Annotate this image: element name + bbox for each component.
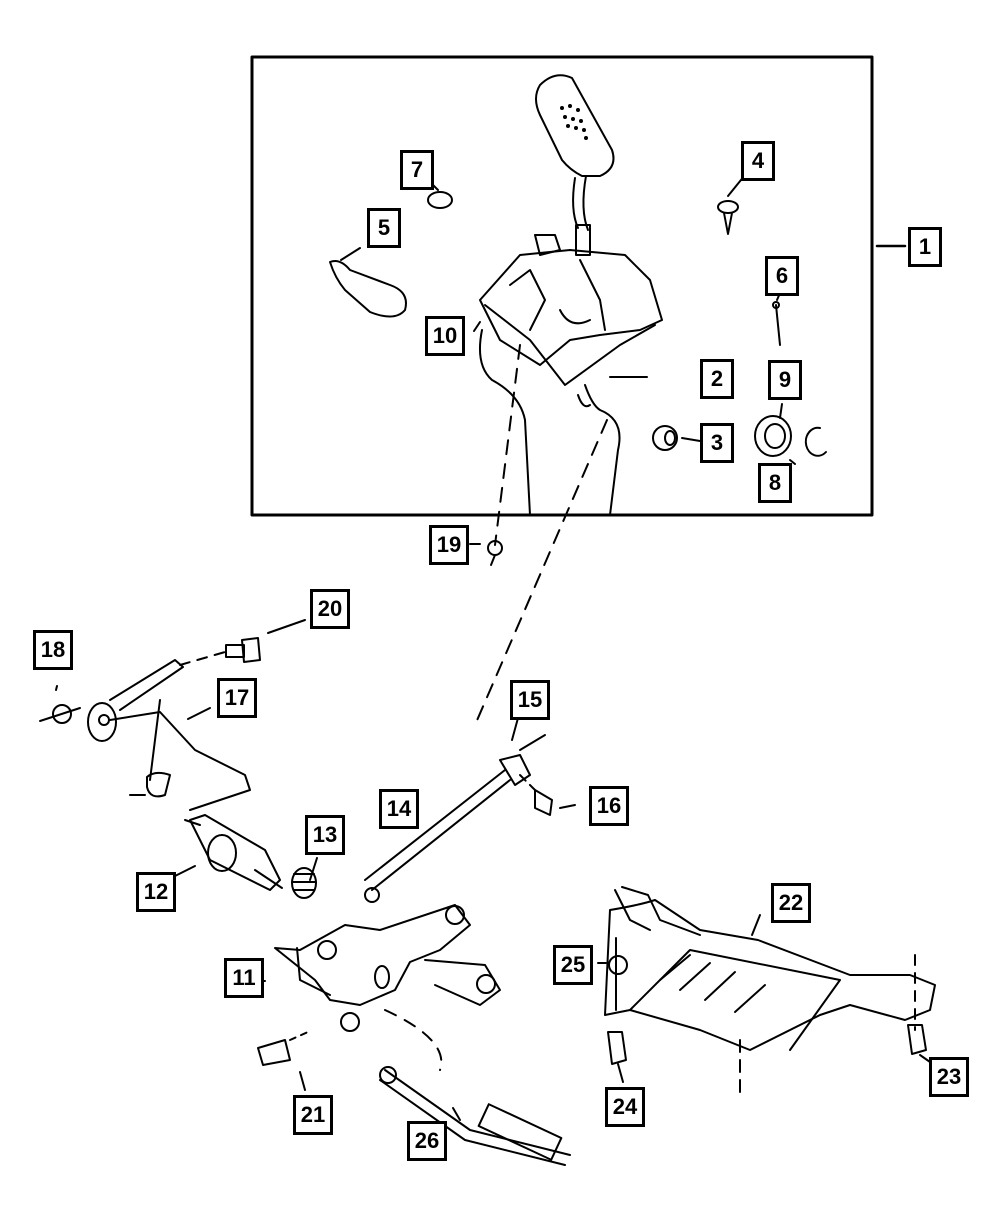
callout-13: 13 xyxy=(305,815,345,855)
callout-label: 25 xyxy=(560,952,586,977)
callout-label: 19 xyxy=(436,532,462,557)
callout-label: 2 xyxy=(710,366,724,391)
callout-label: 14 xyxy=(386,796,412,821)
callout-4: 4 xyxy=(741,141,775,181)
callout-1: 1 xyxy=(908,227,942,267)
callout-16: 16 xyxy=(589,786,629,826)
callout-23: 23 xyxy=(929,1057,969,1097)
part-11-bracket xyxy=(261,904,501,1032)
callout-label: 16 xyxy=(596,793,622,818)
part-16-bolt xyxy=(519,774,576,816)
callout-21: 21 xyxy=(293,1095,333,1135)
callout-7: 7 xyxy=(400,150,434,190)
shifter-housing xyxy=(479,329,621,516)
callout-label: 18 xyxy=(40,637,66,662)
callout-label: 12 xyxy=(143,879,169,904)
part-9-bushing xyxy=(754,403,792,457)
callout-6: 6 xyxy=(765,256,799,296)
callout-14: 14 xyxy=(379,789,419,829)
part-25-nut xyxy=(597,937,628,1011)
callout-22: 22 xyxy=(771,883,811,923)
part-21-bolt xyxy=(257,1031,309,1091)
callout-label: 10 xyxy=(432,323,458,348)
callout-5: 5 xyxy=(367,208,401,248)
callout-label: 22 xyxy=(778,890,804,915)
part-13-spring xyxy=(291,857,318,899)
callout-label: 21 xyxy=(300,1102,326,1127)
part-15-adjuster xyxy=(499,717,546,786)
part-24-bolt xyxy=(607,1031,627,1083)
part-7-clip xyxy=(427,191,453,209)
callout-2: 2 xyxy=(700,359,734,399)
callout-12: 12 xyxy=(136,872,176,912)
callout-label: 23 xyxy=(936,1064,962,1089)
shifter-handle xyxy=(535,74,615,256)
part-26-cable xyxy=(379,1009,571,1166)
callout-label: 15 xyxy=(517,687,543,712)
callout-26: 26 xyxy=(407,1121,447,1161)
callout-18: 18 xyxy=(33,630,73,670)
callout-label: 1 xyxy=(918,234,932,259)
part-19-nut xyxy=(469,540,503,566)
callout-label: 24 xyxy=(612,1094,638,1119)
callout-3: 3 xyxy=(700,423,734,463)
callout-25: 25 xyxy=(553,945,593,985)
part-3-grommet xyxy=(652,425,701,451)
callout-label: 4 xyxy=(751,148,765,173)
callout-20: 20 xyxy=(310,589,350,629)
part-17-shift-lever xyxy=(87,659,251,811)
callout-19: 19 xyxy=(429,525,469,565)
callout-10: 10 xyxy=(425,316,465,356)
callout-9: 9 xyxy=(768,360,802,400)
callout-label: 20 xyxy=(317,596,343,621)
callout-label: 17 xyxy=(224,685,250,710)
callout-label: 5 xyxy=(377,215,391,240)
callout-15: 15 xyxy=(510,680,550,720)
part-20-bolt xyxy=(179,619,306,666)
callout-24: 24 xyxy=(605,1087,645,1127)
assembly-group-frame xyxy=(250,55,874,517)
callout-label: 26 xyxy=(414,1128,440,1153)
shifter-base xyxy=(479,234,663,386)
callout-label: 3 xyxy=(710,430,724,455)
callout-17: 17 xyxy=(217,678,257,718)
part-22-skid-plate xyxy=(604,886,936,1051)
callout-11: 11 xyxy=(224,958,264,998)
part-23-bolt xyxy=(907,954,931,1063)
callout-label: 11 xyxy=(232,965,256,990)
callout-label: 8 xyxy=(768,470,782,495)
part-12-coupler xyxy=(174,814,283,891)
callout-label: 7 xyxy=(410,157,424,182)
part-5-strap xyxy=(329,260,407,318)
callout-8: 8 xyxy=(758,463,792,503)
part-6-pin xyxy=(772,292,781,346)
callout-label: 9 xyxy=(778,367,792,392)
part-18-nut xyxy=(39,685,81,724)
callout-label: 13 xyxy=(312,822,338,847)
part-4-push-pin xyxy=(717,174,746,235)
callout-label: 6 xyxy=(775,263,789,288)
part-8-retaining-ring xyxy=(804,426,827,457)
